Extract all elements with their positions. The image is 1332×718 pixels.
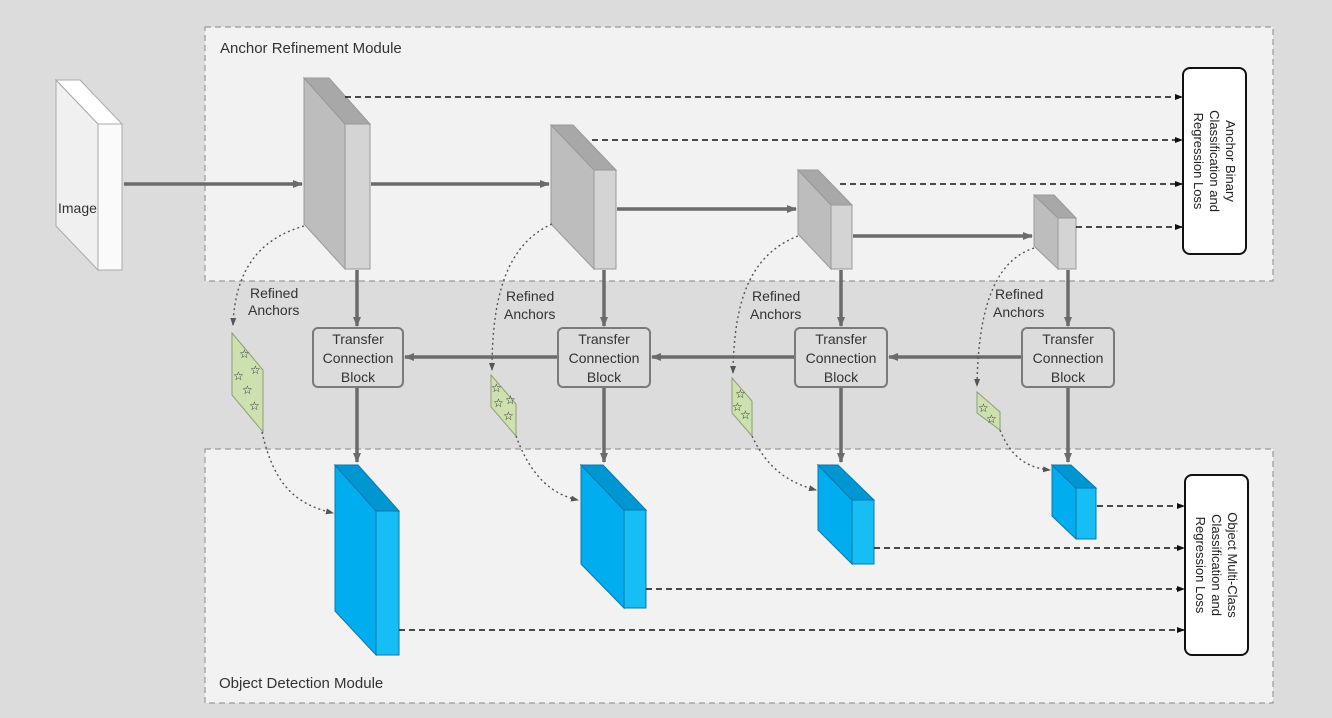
odm-loss-line-2: Classification and	[1209, 514, 1224, 616]
arm-feature-2	[549, 123, 618, 271]
tcb-4-line-1: Transfer	[1042, 331, 1094, 347]
arm-loss-line-2: Classification and	[1207, 110, 1222, 212]
svg-text:Anchors: Anchors	[750, 306, 801, 322]
tcb-1: Transfer Connection Block	[312, 327, 404, 388]
tcb-1-line-3: Block	[341, 369, 376, 385]
odm-loss-line-1: Object Multi-Class	[1225, 512, 1240, 618]
odm-feature-4	[1050, 463, 1098, 541]
vertical-arrows	[353, 270, 1072, 463]
star-icon: ☆	[249, 399, 260, 413]
star-icon: ☆	[233, 369, 244, 383]
svg-text:Refined: Refined	[995, 286, 1043, 302]
svg-text:Refined: Refined	[506, 288, 554, 304]
star-icon: ☆	[740, 408, 751, 422]
odm-feature-1	[333, 463, 401, 657]
svg-text:Anchors: Anchors	[504, 306, 555, 322]
star-icon: ☆	[732, 400, 743, 414]
arm-feature-1	[302, 76, 372, 271]
tcb-4-line-3: Block	[1051, 369, 1086, 385]
odm-loss-box: Object Multi-Class Classification and Re…	[1184, 474, 1249, 656]
star-icon: ☆	[735, 387, 746, 401]
tcb-1-line-2: Connection	[323, 350, 394, 366]
arm-feature-3	[796, 168, 854, 271]
arm-loss-line-1: Anchor Binary	[1223, 120, 1238, 202]
tcb-4: Transfer Connection Block	[1021, 327, 1115, 388]
tcb-3-line-2: Connection	[806, 350, 877, 366]
tcb-2-line-2: Connection	[569, 350, 640, 366]
tcb-1-line-1: Transfer	[332, 331, 384, 347]
refined-anchors-label-1: Refined Anchors	[248, 285, 299, 318]
star-icon: ☆	[491, 381, 502, 395]
svg-text:Refined: Refined	[250, 285, 298, 301]
svg-text:Anchors: Anchors	[993, 304, 1044, 320]
tcb-4-line-2: Connection	[1033, 350, 1104, 366]
odm-feature-2	[579, 463, 648, 610]
tcb-3-line-1: Transfer	[815, 331, 867, 347]
tcb-3: Transfer Connection Block	[794, 327, 888, 388]
arm-region: Anchor Refinement Module	[204, 26, 1274, 282]
anchor-patch-1: ☆ ☆ ☆ ☆ ☆	[231, 331, 264, 434]
star-icon: ☆	[493, 396, 504, 410]
star-icon: ☆	[239, 347, 250, 361]
arm-forward-arrows	[124, 180, 1033, 240]
refined-anchors-label-4: Refined Anchors	[993, 286, 1044, 320]
tcb-2-line-1: Transfer	[578, 331, 630, 347]
odm-feature-3	[816, 463, 876, 566]
odm-loss-line-3: Regression Loss	[1193, 517, 1208, 614]
anchor-patch-4: ☆ ☆	[976, 390, 1001, 431]
arm-loss-line-3: Regression Loss	[1191, 113, 1206, 210]
arm-module-label: Anchor Refinement Module	[220, 40, 402, 57]
odm-module-label: Object Detection Module	[219, 675, 383, 692]
input-image-label: Image	[58, 200, 97, 216]
refined-anchor-dotted-arrows	[230, 223, 1051, 515]
refined-anchors-label-2: Refined Anchors	[504, 288, 555, 322]
loss-dashed-arrows	[345, 94, 1185, 633]
star-icon: ☆	[503, 409, 514, 423]
tcb-2: Transfer Connection Block	[557, 327, 651, 388]
arm-loss-box: Anchor Binary Classification and Regress…	[1182, 67, 1247, 255]
tcb-2-line-3: Block	[587, 369, 622, 385]
anchor-patch-2: ☆ ☆ ☆ ☆	[490, 373, 517, 438]
tcb-3-line-3: Block	[824, 369, 859, 385]
svg-text:Refined: Refined	[752, 288, 800, 304]
star-icon: ☆	[250, 363, 261, 377]
star-icon: ☆	[242, 383, 253, 397]
star-icon: ☆	[978, 401, 989, 415]
arm-feature-4	[1032, 193, 1078, 271]
star-icon: ☆	[505, 393, 516, 407]
input-image-block: Image	[54, 78, 124, 272]
anchor-patch-3: ☆ ☆ ☆	[731, 376, 753, 438]
star-icon: ☆	[986, 412, 997, 426]
refined-anchors-label-3: Refined Anchors	[750, 288, 801, 322]
svg-text:Anchors: Anchors	[248, 302, 299, 318]
